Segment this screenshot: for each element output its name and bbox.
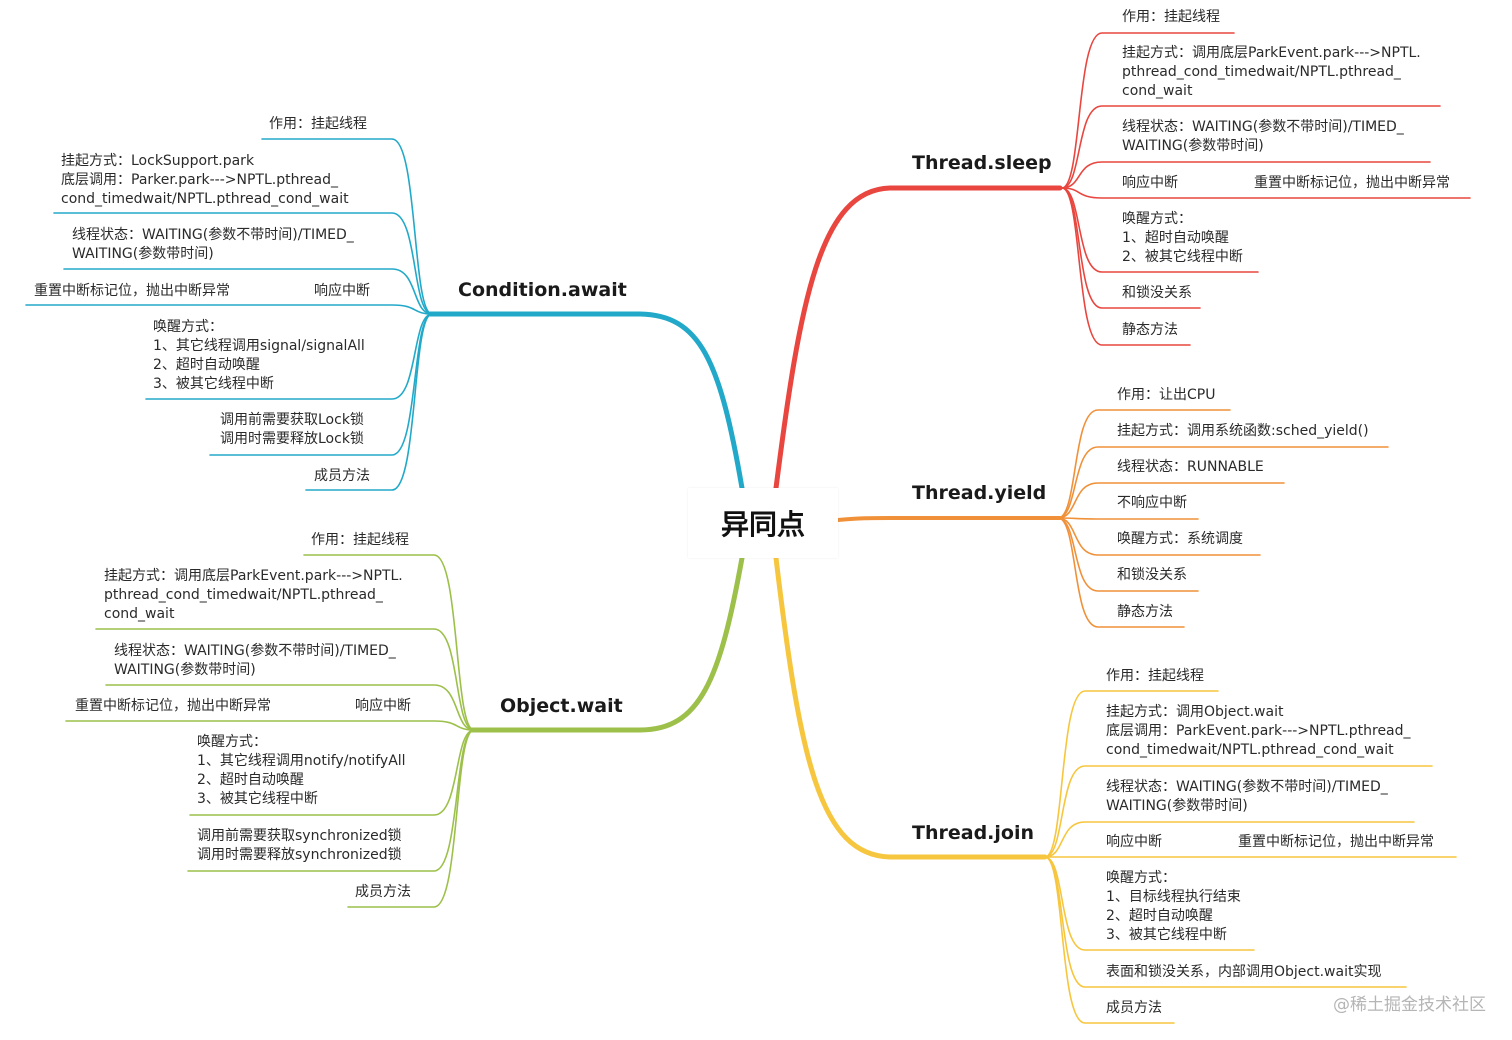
await-interrupt-detail: 重置中断标记位，抛出中断异常	[34, 283, 230, 299]
await-connector-4	[145, 313, 433, 400]
yield-connector-6	[1057, 517, 1185, 628]
trunk-wait	[469, 555, 745, 733]
yield-connector-1	[1057, 446, 1389, 519]
yield-lock: 和锁没关系	[1117, 567, 1187, 583]
yield-connector-0	[1057, 409, 1231, 519]
await-state: 线程状态：WAITING(参数不带时间)/TIMED_ WAITING(参数带时…	[72, 227, 354, 262]
join-state: 线程状态：WAITING(参数不带时间)/TIMED_ WAITING(参数带时…	[1106, 779, 1388, 814]
sleep-connector-3	[1061, 187, 1471, 199]
join-effect: 作用：挂起线程	[1106, 668, 1204, 684]
branch-object-wait[interactable]: Object.wait	[500, 695, 623, 717]
yield-connector-2	[1057, 482, 1285, 519]
center-node[interactable]: 异同点	[688, 488, 838, 558]
yield-method: 挂起方式：调用系统函数:sched_yield()	[1117, 423, 1369, 439]
sleep-interrupt-label: 响应中断	[1122, 175, 1178, 191]
join-connector-6	[1044, 856, 1175, 1024]
trunk-await	[427, 311, 745, 491]
join-connector-1	[1044, 765, 1433, 858]
join-kind: 成员方法	[1106, 1000, 1162, 1016]
await-connector-1	[53, 212, 433, 315]
join-interrupt-detail: 重置中断标记位，抛出中断异常	[1238, 834, 1434, 850]
sleep-connector-0	[1061, 32, 1235, 189]
await-method: 挂起方式：LockSupport.park 底层调用：Parker.park--…	[61, 153, 349, 207]
yield-wakeup: 唤醒方式：系统调度	[1117, 531, 1243, 547]
yield-interrupt: 不响应中断	[1117, 495, 1187, 511]
await-connector-6	[305, 313, 433, 491]
await-lock: 调用前需要获取Lock锁 调用时需要释放Lock锁	[220, 412, 364, 447]
wait-connector-0	[303, 554, 475, 731]
await-connector-0	[261, 138, 433, 315]
wait-interrupt-label: 响应中断	[355, 698, 411, 714]
watermark: @稀土掘金技术社区	[1333, 995, 1486, 1015]
sleep-interrupt-detail: 重置中断标记位，抛出中断异常	[1254, 175, 1450, 191]
trunk-sleep	[773, 185, 1063, 491]
center-label: 异同点	[720, 508, 805, 541]
join-connector-2	[1044, 821, 1415, 858]
yield-effect: 作用：让出CPU	[1117, 387, 1216, 403]
wait-connector-4	[189, 729, 475, 816]
sleep-state: 线程状态：WAITING(参数不带时间)/TIMED_ WAITING(参数带时…	[1122, 119, 1404, 154]
join-lock: 表面和锁没关系，内部调用Object.wait实现	[1106, 964, 1382, 980]
wait-state: 线程状态：WAITING(参数不带时间)/TIMED_ WAITING(参数带时…	[114, 643, 396, 678]
await-kind: 成员方法	[314, 468, 370, 484]
await-interrupt-label: 响应中断	[314, 283, 370, 299]
wait-connector-3	[65, 720, 475, 731]
yield-connector-3	[1057, 517, 1199, 520]
wait-lock: 调用前需要获取synchronized锁 调用时需要释放synchronized…	[197, 828, 402, 863]
wait-effect: 作用：挂起线程	[311, 532, 409, 548]
sleep-kind: 静态方法	[1122, 322, 1178, 338]
await-effect: 作用：挂起线程	[269, 116, 367, 132]
wait-interrupt-detail: 重置中断标记位，抛出中断异常	[75, 698, 271, 714]
sleep-connector-6	[1061, 187, 1191, 346]
join-interrupt-label: 响应中断	[1106, 834, 1162, 850]
sleep-method: 挂起方式：调用底层ParkEvent.park--->NPTL. pthread…	[1122, 45, 1421, 99]
trunk-join	[773, 555, 1048, 860]
branch-thread-yield[interactable]: Thread.yield	[912, 482, 1047, 504]
await-connector-3	[25, 304, 433, 315]
branch-condition-await[interactable]: Condition.await	[458, 279, 627, 301]
wait-method: 挂起方式：调用底层ParkEvent.park--->NPTL. pthread…	[104, 568, 403, 622]
await-wakeup: 唤醒方式： 1、其它线程调用signal/signalAll 2、超时自动唤醒 …	[153, 319, 365, 392]
sleep-connector-2	[1061, 161, 1431, 189]
wait-connector-2	[105, 684, 475, 731]
wait-wakeup: 唤醒方式： 1、其它线程调用notify/notifyAll 2、超时自动唤醒 …	[197, 734, 406, 807]
await-connector-2	[63, 268, 433, 315]
wait-kind: 成员方法	[355, 884, 411, 900]
branch-thread-sleep[interactable]: Thread.sleep	[912, 152, 1052, 174]
wait-connector-6	[347, 729, 475, 908]
sleep-lock: 和锁没关系	[1122, 285, 1192, 301]
join-connector-0	[1044, 690, 1219, 858]
join-method: 挂起方式：调用Object.wait 底层调用：ParkEvent.park--…	[1106, 704, 1411, 758]
join-wakeup: 唤醒方式： 1、目标线程执行结束 2、超时自动唤醒 3、被其它线程中断	[1106, 870, 1241, 943]
wait-connector-1	[95, 628, 475, 731]
trunk-yield	[836, 516, 1062, 522]
yield-state: 线程状态：RUNNABLE	[1117, 459, 1264, 475]
sleep-effect: 作用：挂起线程	[1122, 9, 1220, 25]
branch-thread-join[interactable]: Thread.join	[912, 822, 1034, 844]
yield-kind: 静态方法	[1117, 604, 1173, 620]
yield-connector-4	[1057, 517, 1261, 556]
sleep-wakeup: 唤醒方式： 1、超时自动唤醒 2、被其它线程中断	[1122, 211, 1243, 265]
sleep-connector-1	[1061, 105, 1441, 189]
